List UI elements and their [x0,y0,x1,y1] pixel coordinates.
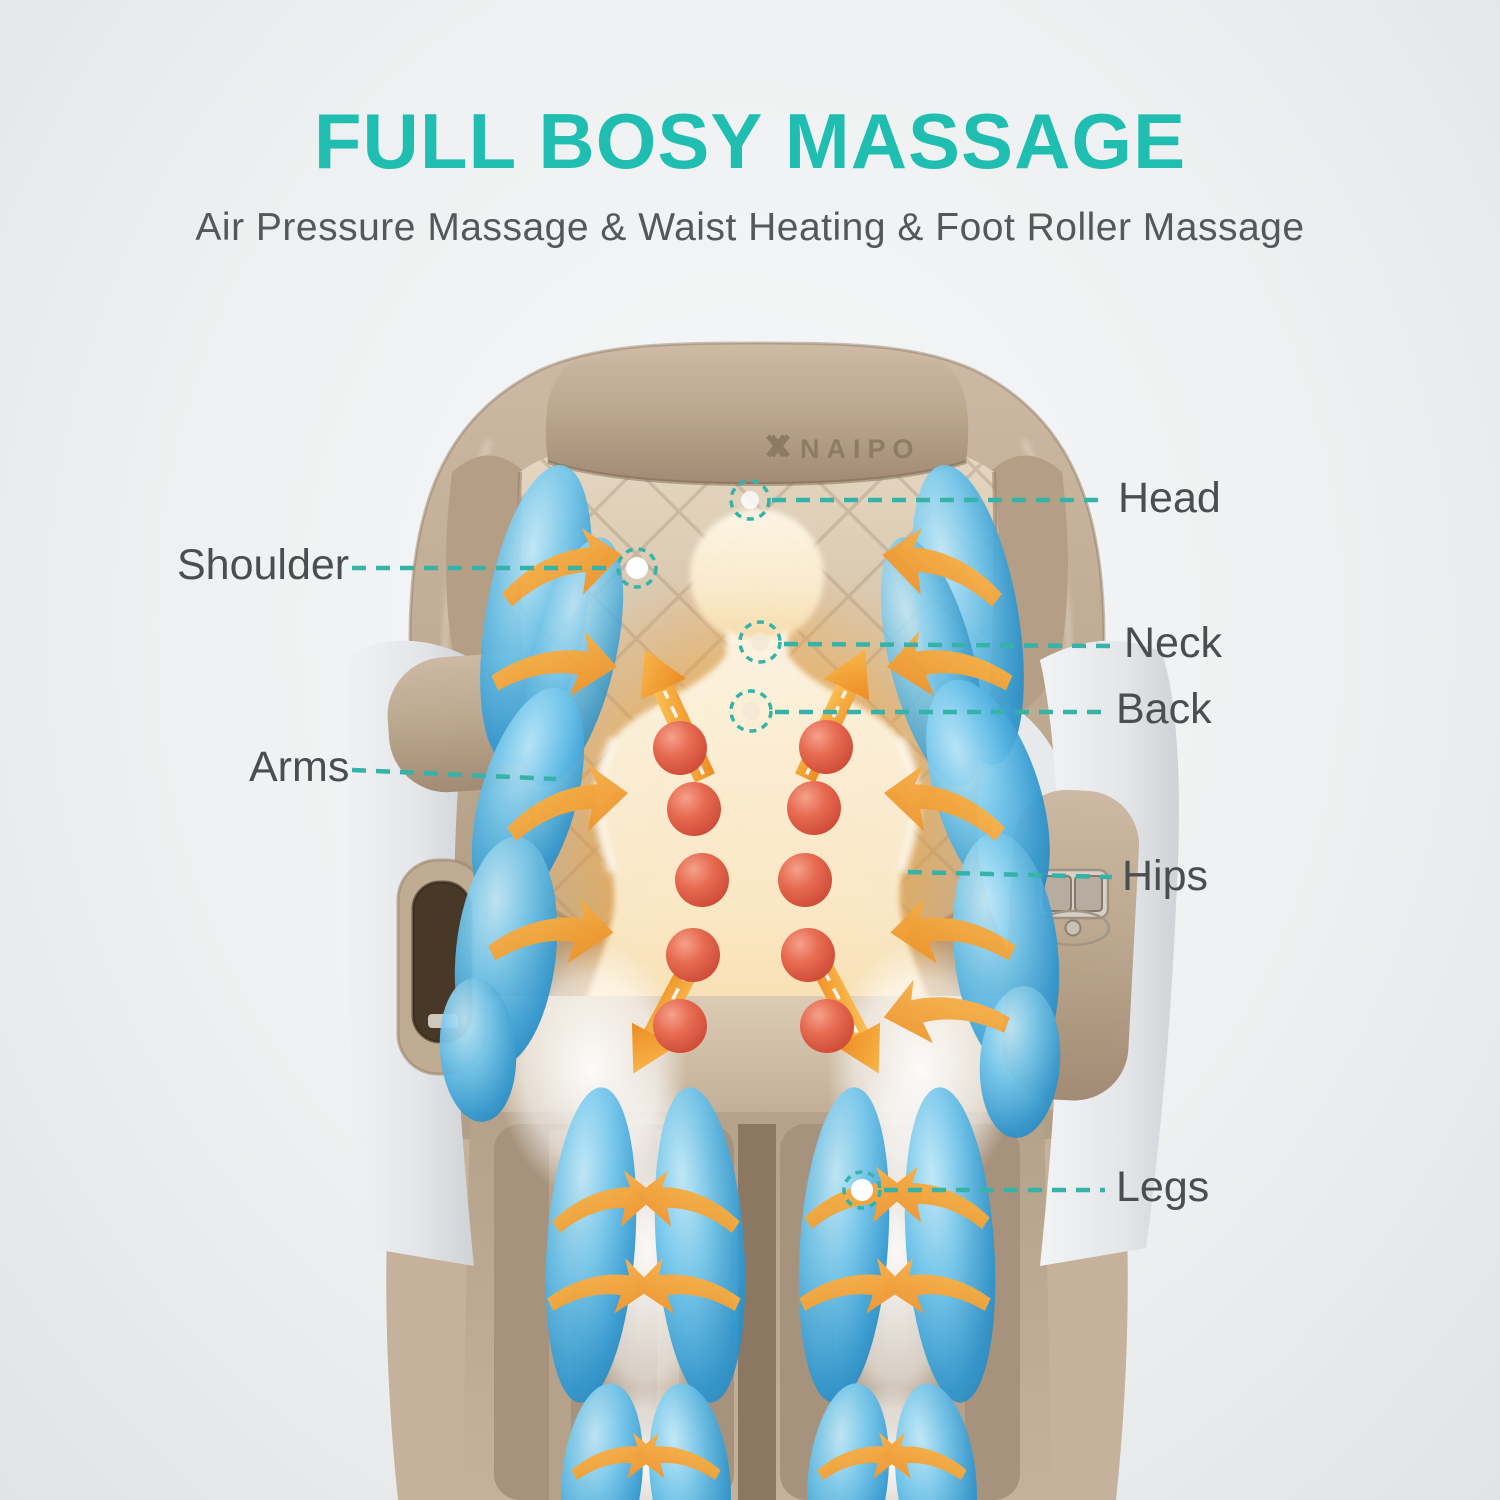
power-button [1064,919,1082,937]
arm-airbag-right [878,679,1061,1138]
label-legs: Legs [1116,1163,1210,1211]
leg-airbags [545,1087,996,1403]
massage-dots [653,720,854,1053]
callout-arms [351,767,557,782]
label-neck: Neck [1124,619,1222,667]
callouts [351,479,1113,1210]
page-title: FULL BOSY MASSAGE [313,97,1187,185]
naipo-logo: NAIPO [766,434,921,464]
label-back: Back [1116,685,1212,733]
callout-hips [907,869,1113,880]
naipo-logo-mark [766,434,790,458]
page-subtitle: Air Pressure Massage & Waist Heating & F… [195,206,1305,249]
callout-back [729,689,1105,733]
foot-airbags [560,1383,978,1500]
leg-rest [386,1112,1128,1500]
control-button-right [1074,875,1103,912]
callout-neck [738,620,1113,664]
label-arms: Arms [249,743,350,791]
callout-legs [842,1170,1105,1210]
control-panel [1035,868,1111,947]
arm-airbag-left [439,687,632,1122]
brand-text: NAIPO [800,434,921,464]
callout-head [729,479,1105,521]
callout-shoulder [352,547,658,589]
label-shoulder: Shoulder [177,541,350,589]
label-hips: Hips [1122,852,1209,900]
label-head: Head [1118,474,1221,522]
